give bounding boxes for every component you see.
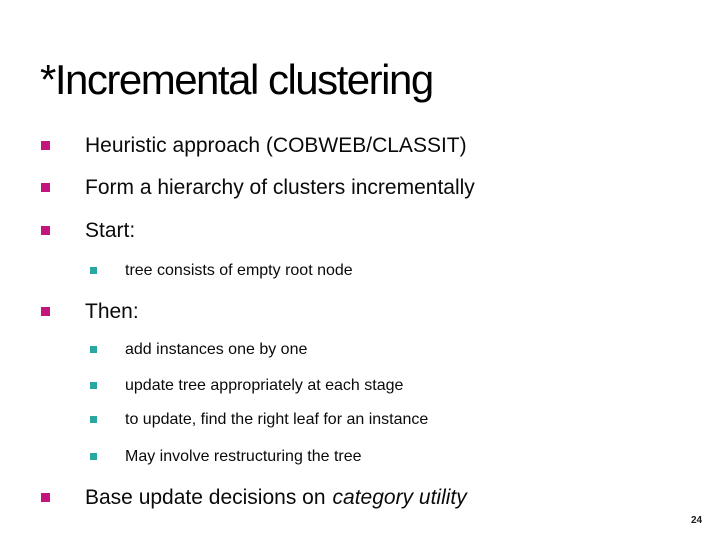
sub-bullet-item: update tree appropriately at each stage [90, 376, 403, 395]
bullet-item: Form a hierarchy of clusters incremental… [41, 176, 475, 199]
level1-square-bullet-icon [41, 226, 50, 235]
level1-square-bullet-icon [41, 183, 50, 192]
level2-square-bullet-icon [90, 453, 97, 460]
bullet-text: tree consists of empty root node [125, 262, 353, 279]
slide-page-number: 24 [691, 515, 703, 526]
sub-bullet-item: May involve restructuring the tree [90, 447, 362, 466]
level2-square-bullet-icon [90, 346, 97, 353]
level2-square-bullet-icon [90, 416, 97, 423]
level2-square-bullet-icon [90, 382, 97, 389]
slide-title: *Incremental clustering [40, 56, 434, 104]
level1-square-bullet-icon [41, 493, 50, 502]
bullet-text: to update, find the right leaf for an in… [125, 411, 429, 428]
bullet-item: Base update decisions on category utility [41, 486, 467, 509]
bullet-text: Form a hierarchy of clusters incremental… [85, 176, 475, 199]
sub-bullet-item: tree consists of empty root node [90, 261, 353, 280]
bullet-text-normal: Base update decisions on [85, 486, 326, 509]
bullet-text-italic: category utility [332, 486, 467, 509]
sub-bullet-item: to update, find the right leaf for an in… [90, 410, 428, 429]
bullet-text: update tree appropriately at each stage [125, 377, 404, 394]
sub-bullet-item: add instances one by one [90, 340, 307, 359]
bullet-text: Start: [85, 219, 136, 242]
level1-square-bullet-icon [41, 141, 50, 150]
bullet-text: Then: [85, 300, 139, 323]
bullet-item: Heuristic approach (COBWEB/CLASSIT) [41, 134, 467, 157]
bullet-text: Heuristic approach (COBWEB/CLASSIT) [85, 134, 467, 157]
bullet-text: add instances one by one [125, 341, 308, 358]
level2-square-bullet-icon [90, 267, 97, 274]
bullet-item: Then: [41, 300, 139, 323]
level1-square-bullet-icon [41, 307, 50, 316]
bullet-item: Start: [41, 219, 135, 242]
bullet-text: May involve restructuring the tree [125, 448, 362, 465]
bullet-text: Base update decisions on category utility [85, 486, 467, 509]
